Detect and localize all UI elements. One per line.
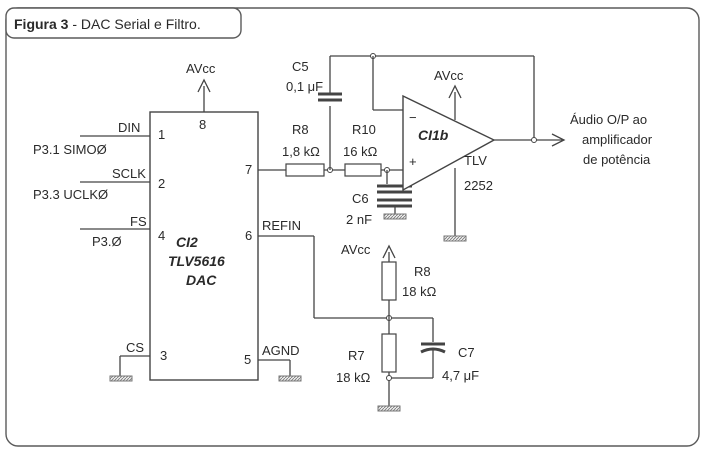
figure-label: Figura 3 xyxy=(14,16,69,32)
dac-pin-sclk: SCLK xyxy=(112,166,146,181)
c6-value: 2 nF xyxy=(346,212,372,227)
output-arrow-icon xyxy=(551,133,566,147)
c7-value: 4,7 μF xyxy=(442,368,479,383)
dac-pin6-num: 6 xyxy=(245,228,252,243)
signal-p3-0: P3.Ø xyxy=(92,234,122,249)
ground-opamp-icon xyxy=(443,235,467,242)
svg-text:Figura 3 - DAC Serial e Filtro: Figura 3 - DAC Serial e Filtro. xyxy=(14,16,201,32)
dac-pin-fs: FS xyxy=(130,214,147,229)
c7-name: C7 xyxy=(458,345,475,360)
ground-cs-icon xyxy=(109,375,133,382)
r7-value: 18 kΩ xyxy=(336,370,371,385)
dac-pin1-num: 1 xyxy=(158,127,165,142)
output-line2: amplificador xyxy=(582,132,653,147)
r10-name: R10 xyxy=(352,122,376,137)
signal-simo: P3.1 SIMOØ xyxy=(33,142,107,157)
dac-pin4-num: 4 xyxy=(158,228,165,243)
ref-avcc-label: AVcc xyxy=(341,242,371,257)
opamp-minus: − xyxy=(409,110,417,125)
resistor-r7 xyxy=(381,333,397,373)
dac-pin8-num: 8 xyxy=(199,117,206,132)
opamp-part-line1: TLV xyxy=(464,153,487,168)
resistor-r10 xyxy=(344,163,382,177)
dac-part: TLV5616 xyxy=(168,253,225,269)
dac-pin-agnd: AGND xyxy=(262,343,300,358)
avcc-arrow-opamp xyxy=(448,84,462,99)
dac-type: DAC xyxy=(186,272,217,288)
dac-pin3-num: 3 xyxy=(160,348,167,363)
opamp-ci1b: CI1b − + TLV 2252 AVcc xyxy=(402,68,566,242)
dac-name: CI2 xyxy=(176,234,198,250)
opamp-name: CI1b xyxy=(418,127,449,143)
dac-pin5-num: 5 xyxy=(244,352,251,367)
dac-pin7-num: 7 xyxy=(245,162,252,177)
opamp-triangle xyxy=(402,94,496,192)
dac-pin-refin: REFIN xyxy=(262,218,301,233)
r8-ref-value: 18 kΩ xyxy=(402,284,437,299)
reference-divider: AVcc R8 18 kΩ R7 18 kΩ C7 4,7 μF xyxy=(258,235,479,412)
dac-ci2: CI2 TLV5616 DAC AVcc 8 DIN 1 P3.1 SIMOØ … xyxy=(33,61,302,382)
figure-frame xyxy=(5,7,700,447)
c5-name: C5 xyxy=(292,59,309,74)
c5-value: 0,1 μF xyxy=(286,79,323,94)
dac-pin2-num: 2 xyxy=(158,176,165,191)
filter-network: R8 1,8 kΩ R10 16 kΩ C5 0,1 μF C6 2 nF xyxy=(258,53,535,227)
figure-title: - DAC Serial e Filtro. xyxy=(68,16,200,32)
dac-pin-cs: CS xyxy=(126,340,144,355)
resistor-r8-filter xyxy=(285,163,325,177)
output-label: Áudio O/P ao amplificador de potência xyxy=(570,112,653,167)
r8-filter-name: R8 xyxy=(292,122,309,137)
ground-agnd-icon xyxy=(278,375,302,382)
opamp-avcc-label: AVcc xyxy=(434,68,464,83)
output-line3: de potência xyxy=(583,152,651,167)
r7-name: R7 xyxy=(348,348,365,363)
resistor-r8-ref xyxy=(381,261,397,301)
output-line1: Áudio O/P ao xyxy=(570,112,647,127)
avcc-arrow-ref xyxy=(382,244,396,259)
avcc-arrow-dac xyxy=(197,78,211,93)
ground-c6-icon xyxy=(383,213,407,220)
c6-name: C6 xyxy=(352,191,369,206)
r8-filter-value: 1,8 kΩ xyxy=(282,144,320,159)
figure-caption: Figura 3 - DAC Serial e Filtro. xyxy=(5,7,242,39)
dac-avcc-label: AVcc xyxy=(186,61,216,76)
opamp-part-line2: 2252 xyxy=(464,178,493,193)
opamp-plus: + xyxy=(409,154,417,169)
signal-uclk: P3.3 UCLKØ xyxy=(33,187,108,202)
ground-ref-icon xyxy=(377,405,401,412)
r10-value: 16 kΩ xyxy=(343,144,378,159)
capacitor-c7-plate-b xyxy=(420,347,446,354)
dac-pin-din: DIN xyxy=(118,120,140,135)
r8-ref-name: R8 xyxy=(414,264,431,279)
dac-body xyxy=(149,111,259,381)
